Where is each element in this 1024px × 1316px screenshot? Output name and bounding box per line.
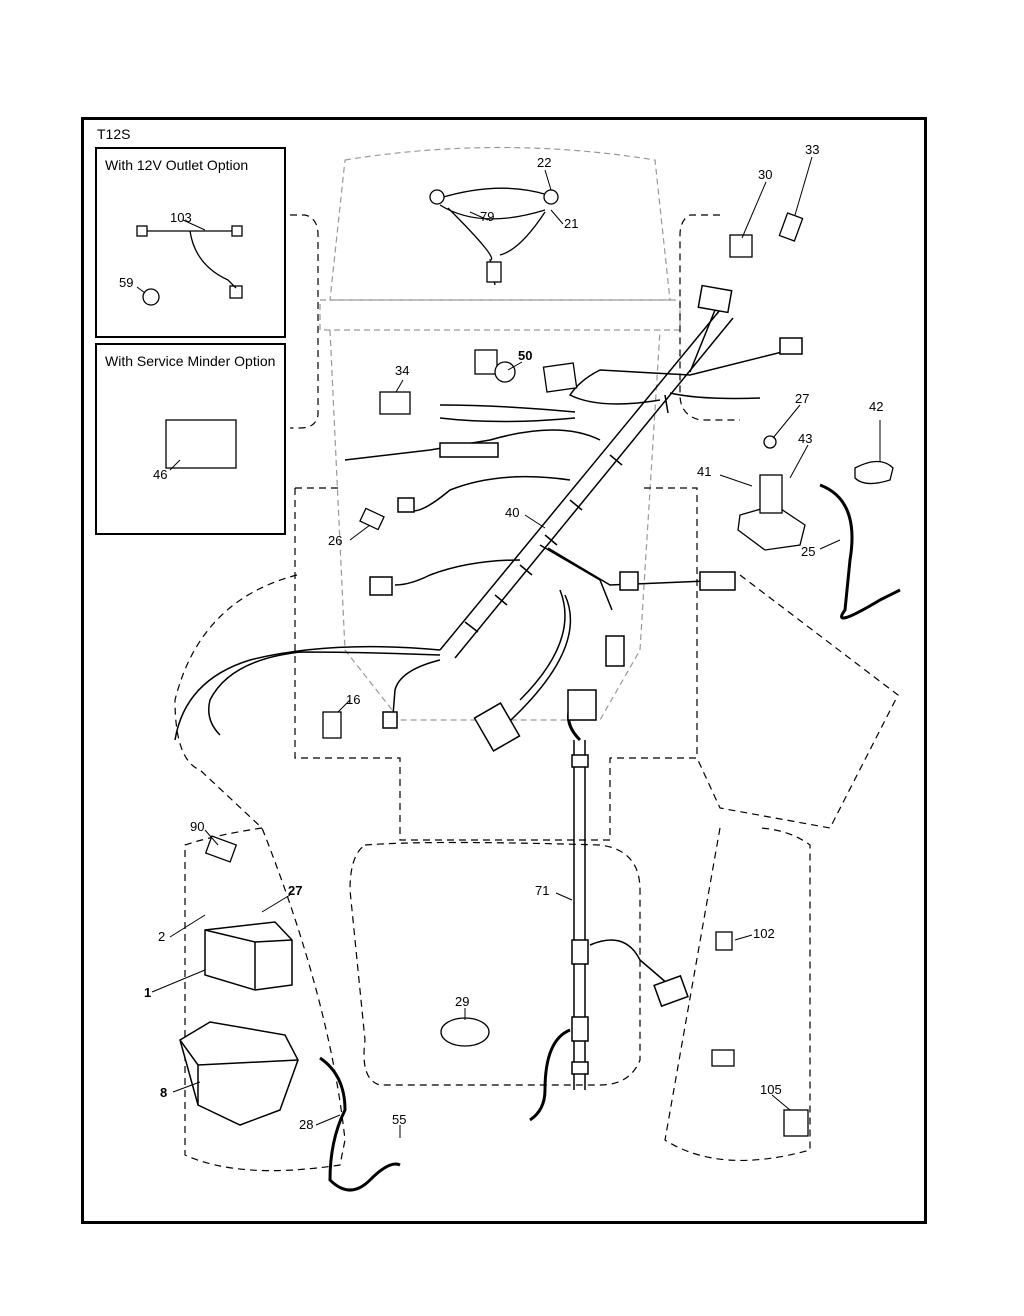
wire-103 bbox=[147, 230, 237, 289]
part-label: 25 bbox=[801, 544, 815, 559]
part-label: 42 bbox=[869, 399, 883, 414]
part-labels: 22 79 21 30 33 50 34 27 42 43 41 40 26 2… bbox=[119, 142, 883, 1132]
solenoid-43 bbox=[737, 435, 806, 551]
part-label: 90 bbox=[190, 819, 204, 834]
battery bbox=[204, 921, 293, 991]
part-label: 50 bbox=[518, 348, 532, 363]
part-label: 105 bbox=[760, 1082, 782, 1097]
part-label: 34 bbox=[395, 363, 409, 378]
part-label: 79 bbox=[480, 209, 494, 224]
part-label: 27 bbox=[795, 391, 809, 406]
part-label: 30 bbox=[758, 167, 772, 182]
leader-lines bbox=[136, 156, 881, 1138]
part-label: 27 bbox=[288, 883, 302, 898]
part-label: 103 bbox=[170, 210, 192, 225]
inset-service-minder: With Service Minder Option bbox=[95, 343, 286, 535]
diagram-frame bbox=[81, 117, 927, 1224]
part-label: 102 bbox=[753, 926, 775, 941]
part-label: 59 bbox=[119, 275, 133, 290]
part-label: 1 bbox=[144, 985, 151, 1000]
part-label: 29 bbox=[455, 994, 469, 1009]
part-label: 2 bbox=[158, 929, 165, 944]
part-label: 28 bbox=[299, 1117, 313, 1132]
main-harness bbox=[174, 284, 803, 752]
harness-71 bbox=[529, 689, 689, 1122]
part-label: 46 bbox=[153, 467, 167, 482]
part-label: 33 bbox=[805, 142, 819, 157]
tractor-body-outline bbox=[174, 214, 899, 1172]
inset-12v-outlet-title: With 12V Outlet Option bbox=[105, 157, 249, 173]
cable-28 bbox=[319, 1056, 401, 1192]
components bbox=[136, 212, 894, 1137]
part-label: 41 bbox=[697, 464, 711, 479]
battery-box bbox=[179, 1021, 299, 1126]
part-label: 21 bbox=[564, 216, 578, 231]
part-label: 8 bbox=[160, 1085, 167, 1100]
part-label: 71 bbox=[535, 883, 549, 898]
inset-12v-outlet: With 12V Outlet Option bbox=[95, 147, 286, 338]
cable-25 bbox=[819, 483, 901, 620]
part-label: 26 bbox=[328, 533, 342, 548]
model-label: T12S bbox=[97, 126, 131, 142]
part-label: 55 bbox=[392, 1112, 406, 1127]
inset-service-minder-title: With Service Minder Option bbox=[105, 353, 276, 369]
part-label: 22 bbox=[537, 155, 551, 170]
part-label: 43 bbox=[798, 431, 812, 446]
part-label: 16 bbox=[346, 692, 360, 707]
part-label: 40 bbox=[505, 505, 519, 520]
tractor-hood-outline bbox=[319, 146, 681, 721]
headlight-harness bbox=[429, 187, 559, 286]
